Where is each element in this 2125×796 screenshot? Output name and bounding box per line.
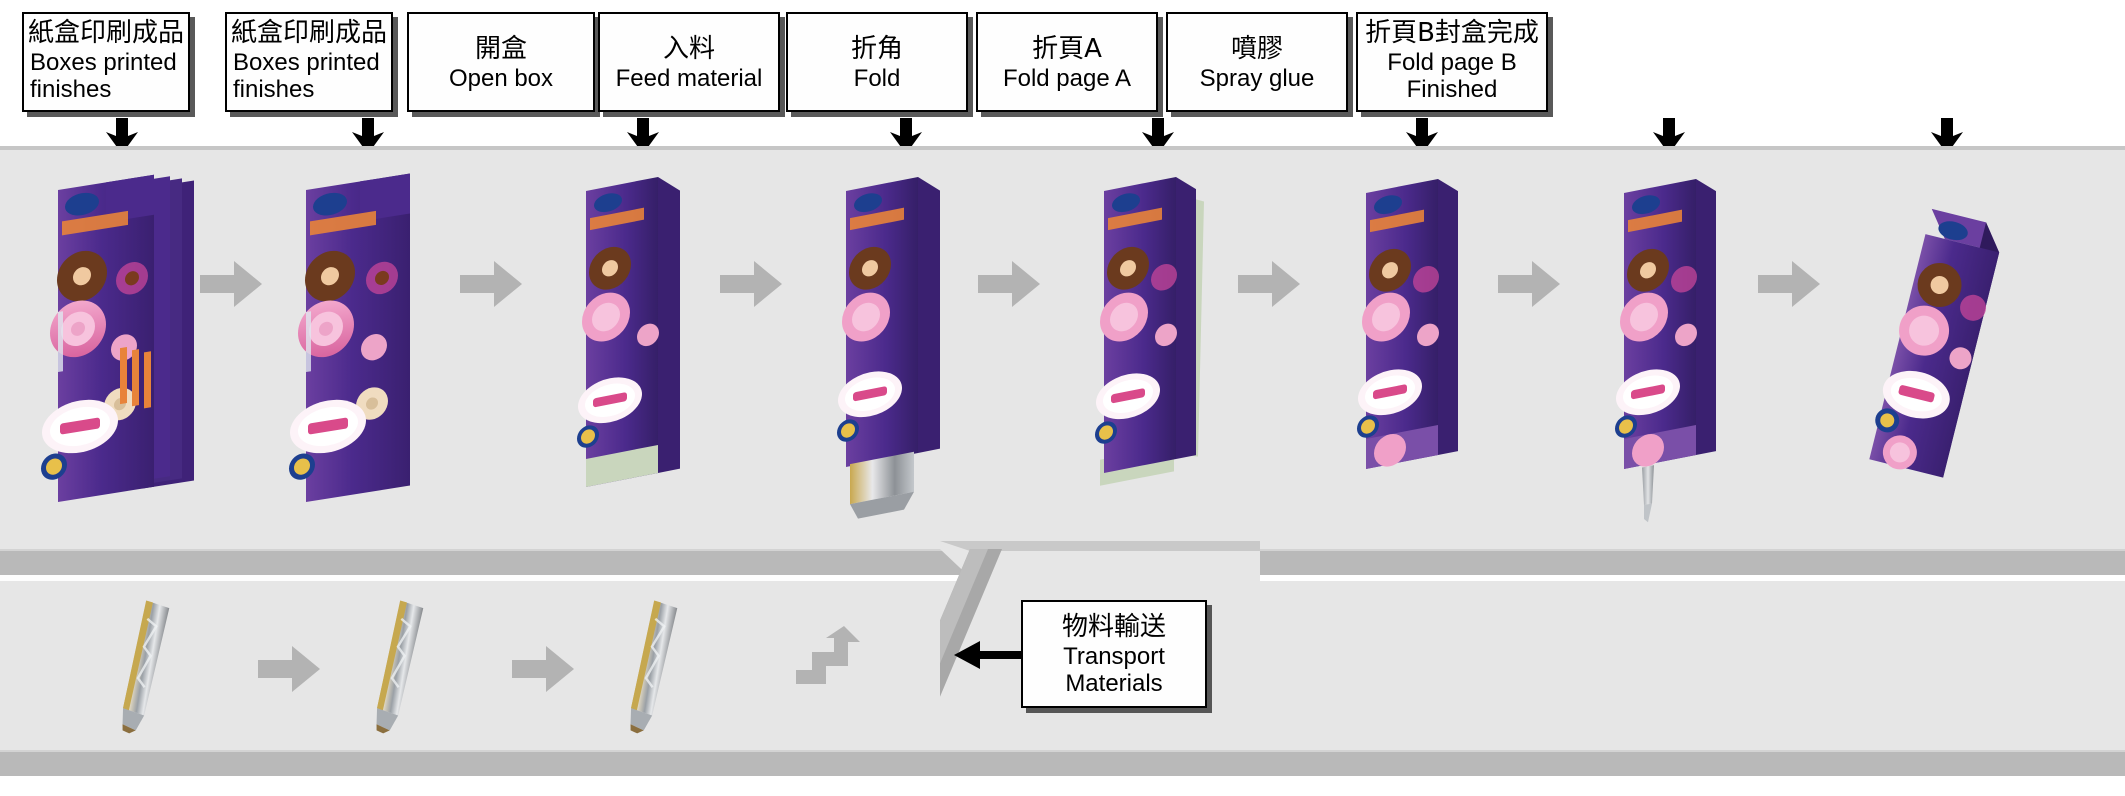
process-label-cn: 折頁A <box>1032 33 1102 64</box>
foil-sachet-1 <box>116 596 186 736</box>
down-arrow-icon-5 <box>1141 118 1175 154</box>
process-label-en-line1: Open box <box>448 64 554 92</box>
process-label-cn: 開盒 <box>474 33 527 64</box>
flow-arrow-icon-lower-1 <box>258 646 320 692</box>
conveyor-junction-ramp <box>940 541 1260 781</box>
transport-pointer-arrow-icon <box>954 640 1032 670</box>
flow-arrow-icon-lower-2 <box>512 646 574 692</box>
transport-materials-label-box: 物料輸送 Transport Materials <box>1021 600 1207 708</box>
process-label-en-line1: Spray glue <box>1199 64 1315 92</box>
carton-stage-3-open-box <box>560 174 710 514</box>
process-label-box-3: 開盒 Open box <box>407 12 595 112</box>
process-label-cn: 紙盒印刷成品 <box>231 18 388 48</box>
process-label-cn: 折角 <box>850 33 903 64</box>
process-label-en-line1: Fold page B <box>1387 48 1517 76</box>
flow-arrow-icon-upper-3 <box>720 261 782 307</box>
carton-stage-6-fold-page-a <box>1340 176 1490 506</box>
process-label-en-line1: Boxes printed <box>30 48 177 76</box>
transport-label-en-line1: Transport <box>1063 642 1165 670</box>
process-label-en-line1: Feed material <box>615 64 763 92</box>
process-label-en-line1: Fold <box>853 64 901 92</box>
flow-arrow-icon-upper-4 <box>978 261 1040 307</box>
step-up-arrow-icon <box>796 626 868 688</box>
down-arrow-icon-2 <box>351 118 385 154</box>
down-arrow-icon-1 <box>105 118 139 154</box>
foil-sachet-3 <box>624 596 694 736</box>
carton-stage-4-feed-material <box>820 174 980 534</box>
process-label-cn: 噴膠 <box>1230 33 1283 64</box>
process-label-box-2: 紙盒印刷成品 Boxes printed finishes <box>225 12 393 112</box>
process-label-box-1: 紙盒印刷成品 Boxes printed finishes <box>22 12 190 112</box>
process-label-box-6: 折頁A Fold page A <box>976 12 1158 112</box>
carton-stage-5-fold <box>1078 174 1238 514</box>
foil-sachet-2 <box>370 596 440 736</box>
lower-belt-gap <box>0 575 800 581</box>
carton-stage-1-flat-stack <box>20 168 250 528</box>
lower-belt-bottom-highlight <box>0 750 2125 752</box>
upper-belt-top-edge <box>0 146 2125 150</box>
process-label-en-line1: Fold page A <box>1002 64 1132 92</box>
lower-belt-bottom-edge <box>0 750 2125 776</box>
flow-arrow-icon-upper-6 <box>1498 261 1560 307</box>
process-label-en-line2: Finished <box>1406 76 1498 104</box>
flow-arrow-icon-upper-2 <box>460 261 522 307</box>
down-arrow-icon-4 <box>889 118 923 154</box>
process-label-cn: 入料 <box>662 33 715 64</box>
down-arrow-icon-3 <box>626 118 660 154</box>
carton-stage-8-finished <box>1856 204 2046 514</box>
process-label-en-line1: Boxes printed <box>233 48 380 76</box>
process-label-box-5: 折角 Fold <box>786 12 968 112</box>
transport-label-cn: 物料輸送 <box>1061 612 1166 643</box>
down-arrow-icon-6 <box>1405 118 1439 154</box>
down-arrow-icon-7 <box>1652 118 1686 154</box>
transport-label-en-line2: Materials <box>1065 670 1163 698</box>
process-label-en-line2: finishes <box>30 76 112 104</box>
process-label-box-7: 噴膠 Spray glue <box>1166 12 1348 112</box>
flow-arrow-icon-upper-5 <box>1238 261 1300 307</box>
process-label-cn: 折頁B封盒完成 <box>1365 18 1539 48</box>
flow-arrow-icon-upper-7 <box>1758 261 1820 307</box>
carton-stage-2-flat-blank <box>268 168 468 528</box>
flow-arrow-icon-upper-1 <box>200 261 262 307</box>
down-arrow-icon-8 <box>1930 118 1964 154</box>
carton-stage-7-spray-glue <box>1598 176 1758 556</box>
process-label-cn: 紙盒印刷成品 <box>28 18 185 48</box>
process-label-box-8: 折頁B封盒完成 Fold page B Finished <box>1356 12 1548 112</box>
process-label-box-4: 入料 Feed material <box>598 12 780 112</box>
process-label-en-line2: finishes <box>233 76 315 104</box>
